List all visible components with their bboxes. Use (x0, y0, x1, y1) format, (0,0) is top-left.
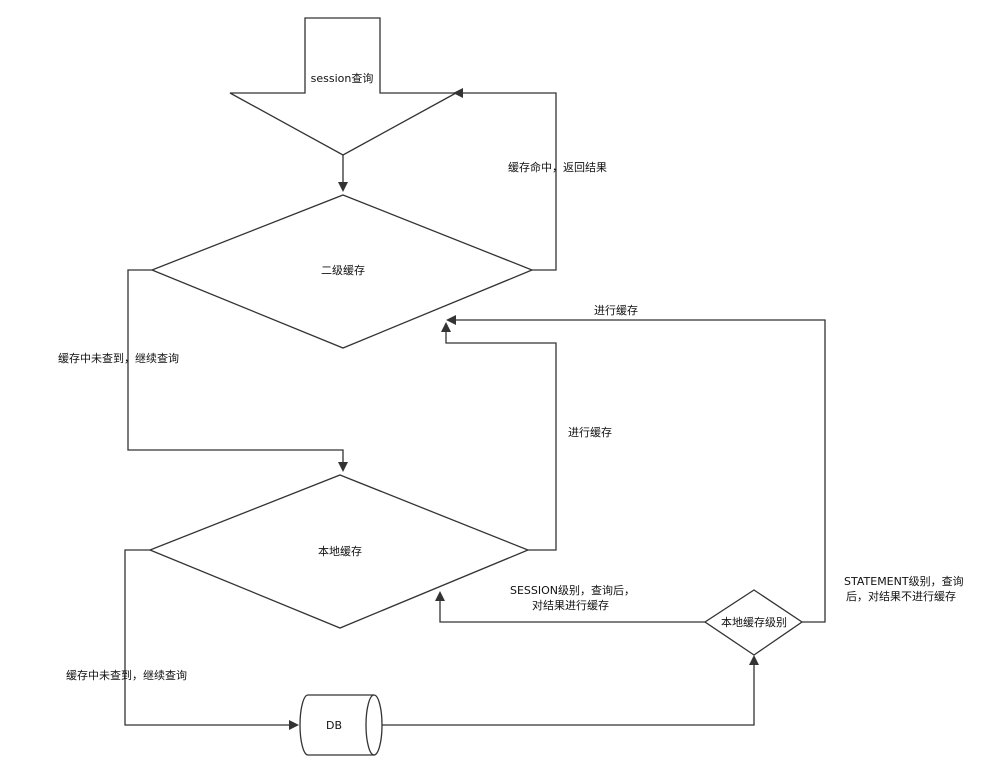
local-cache-decision (148, 474, 530, 629)
do-cache-label-1: 进行缓存 (594, 303, 638, 317)
miss-continue-label-1: 缓存中未查到，继续查询 (58, 351, 179, 365)
arrowhead-scope-session-to-local (435, 591, 445, 601)
arrowhead-query-to-l2 (338, 182, 348, 192)
edge-l2-hit-return (462, 92, 557, 271)
local-cache-scope-label: 本地缓存级别 (721, 615, 787, 629)
arrowhead-local-miss-to-db (289, 720, 299, 730)
second-level-cache-decision (150, 194, 534, 349)
edge-scope-statement-to-l2 (455, 319, 826, 623)
db-cylinder-rim (365, 694, 375, 756)
local-cache-scope-decision (703, 589, 804, 656)
statement-scope-label-line1: STATEMENT级别，查询 (844, 574, 964, 588)
db-label: DB (326, 719, 342, 732)
edge-scope-session-to-local (439, 600, 705, 623)
session-query-shape (229, 17, 457, 156)
session-scope-label-line1: SESSION级别，查询后， (510, 583, 635, 597)
miss-continue-label-2: 缓存中未查到，继续查询 (66, 668, 187, 682)
session-scope-label-line2: 对结果进行缓存 (532, 598, 609, 612)
edge-local-miss-to-db (124, 549, 290, 726)
arrowhead-local-to-l2-cache (441, 322, 451, 332)
arrowhead-scope-statement-to-l2 (446, 315, 456, 325)
edge-db-to-scope (382, 664, 755, 726)
local-cache-label: 本地缓存 (318, 544, 362, 558)
edge-local-to-l2-cache (445, 330, 557, 551)
session-query-label: session查询 (311, 71, 374, 85)
edge-l2-miss-to-local (127, 269, 344, 462)
do-cache-label-2: 进行缓存 (568, 425, 612, 439)
arrowhead-db-to-scope (749, 655, 759, 665)
statement-scope-label-line2: 后，对结果不进行缓存 (846, 589, 956, 603)
cache-hit-label: 缓存命中，返回结果 (508, 160, 607, 174)
second-level-cache-label: 二级缓存 (321, 263, 365, 277)
arrowhead-l2-miss-to-local (338, 462, 348, 472)
arrowhead-l2-hit-return (453, 88, 463, 98)
